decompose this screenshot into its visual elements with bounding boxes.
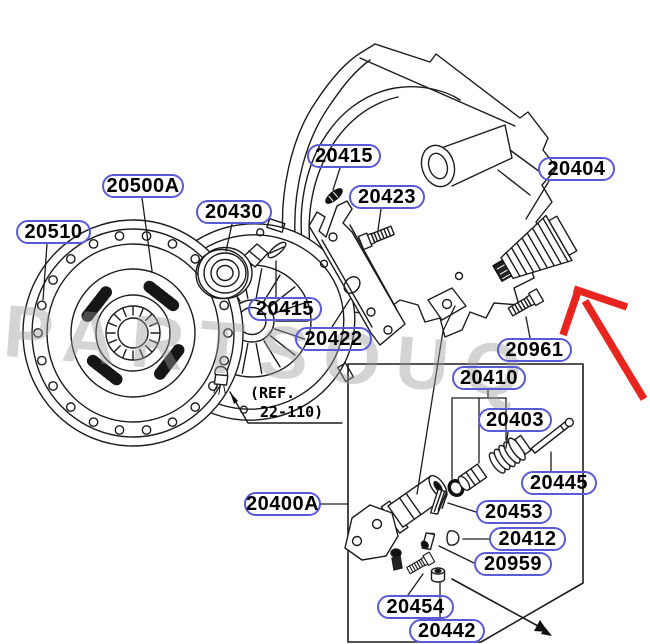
clip-20415-drawing	[325, 188, 343, 204]
callout-20430[interactable]: 20430	[196, 200, 272, 224]
bleeder-20959-drawing	[420, 532, 436, 551]
callout-20423[interactable]: 20423	[349, 185, 425, 209]
callout-20442[interactable]: 20442	[409, 619, 485, 643]
release-fork-drawing	[308, 200, 406, 346]
cone-spring-20453-drawing	[429, 488, 448, 515]
callout-20412[interactable]: 20412	[489, 527, 566, 551]
callout-20961[interactable]: 20961	[497, 338, 572, 362]
leader-lines	[42, 167, 552, 620]
ref-note: (REF.22-110)	[250, 384, 323, 422]
callout-20959[interactable]: 20959	[474, 552, 552, 576]
flow-arrow-icon	[451, 578, 552, 636]
boot-20404-drawing	[492, 214, 578, 282]
ref-pin-drawing	[213, 365, 229, 395]
callout-20445[interactable]: 20445	[521, 471, 597, 495]
clutch-disc-drawing	[22, 219, 244, 447]
ref-arrow-icon	[229, 391, 343, 424]
ball-20412-drawing	[446, 530, 460, 546]
callout-20453[interactable]: 20453	[476, 500, 552, 524]
callout-20415[interactable]: 20415	[307, 144, 381, 168]
callout-20510[interactable]: 20510	[16, 220, 91, 244]
callout-20410[interactable]: 20410	[452, 366, 526, 390]
callout-20500A[interactable]: 20500A	[102, 174, 184, 198]
callout-20400A[interactable]: 20400A	[244, 492, 321, 516]
slave-cylinder-drawing	[344, 474, 448, 571]
washer-20415-drawing	[267, 241, 287, 259]
inset-box	[347, 363, 584, 643]
pushrod-20445-drawing	[530, 417, 575, 454]
bolt-20423-drawing	[357, 225, 395, 251]
cap-20442-drawing	[430, 567, 446, 583]
housing-boss	[420, 124, 513, 188]
bolt-20961-drawing	[507, 288, 545, 317]
callout-20403[interactable]: 20403	[478, 408, 552, 432]
boot-20403-drawing	[488, 434, 532, 474]
callout-20415[interactable]: 20415	[248, 297, 322, 321]
ref-note-line2: 22-110)	[260, 403, 324, 421]
piston-drawing	[457, 463, 488, 491]
ref-note-line1: (REF.	[250, 384, 296, 402]
callout-20454[interactable]: 20454	[377, 595, 454, 619]
release-bearing-drawing	[195, 243, 269, 300]
callout-20404[interactable]: 20404	[538, 157, 615, 181]
red-highlight-arrow-icon	[559, 285, 648, 401]
callout-20422[interactable]: 20422	[295, 327, 372, 351]
bolt-20454-drawing	[406, 551, 436, 575]
